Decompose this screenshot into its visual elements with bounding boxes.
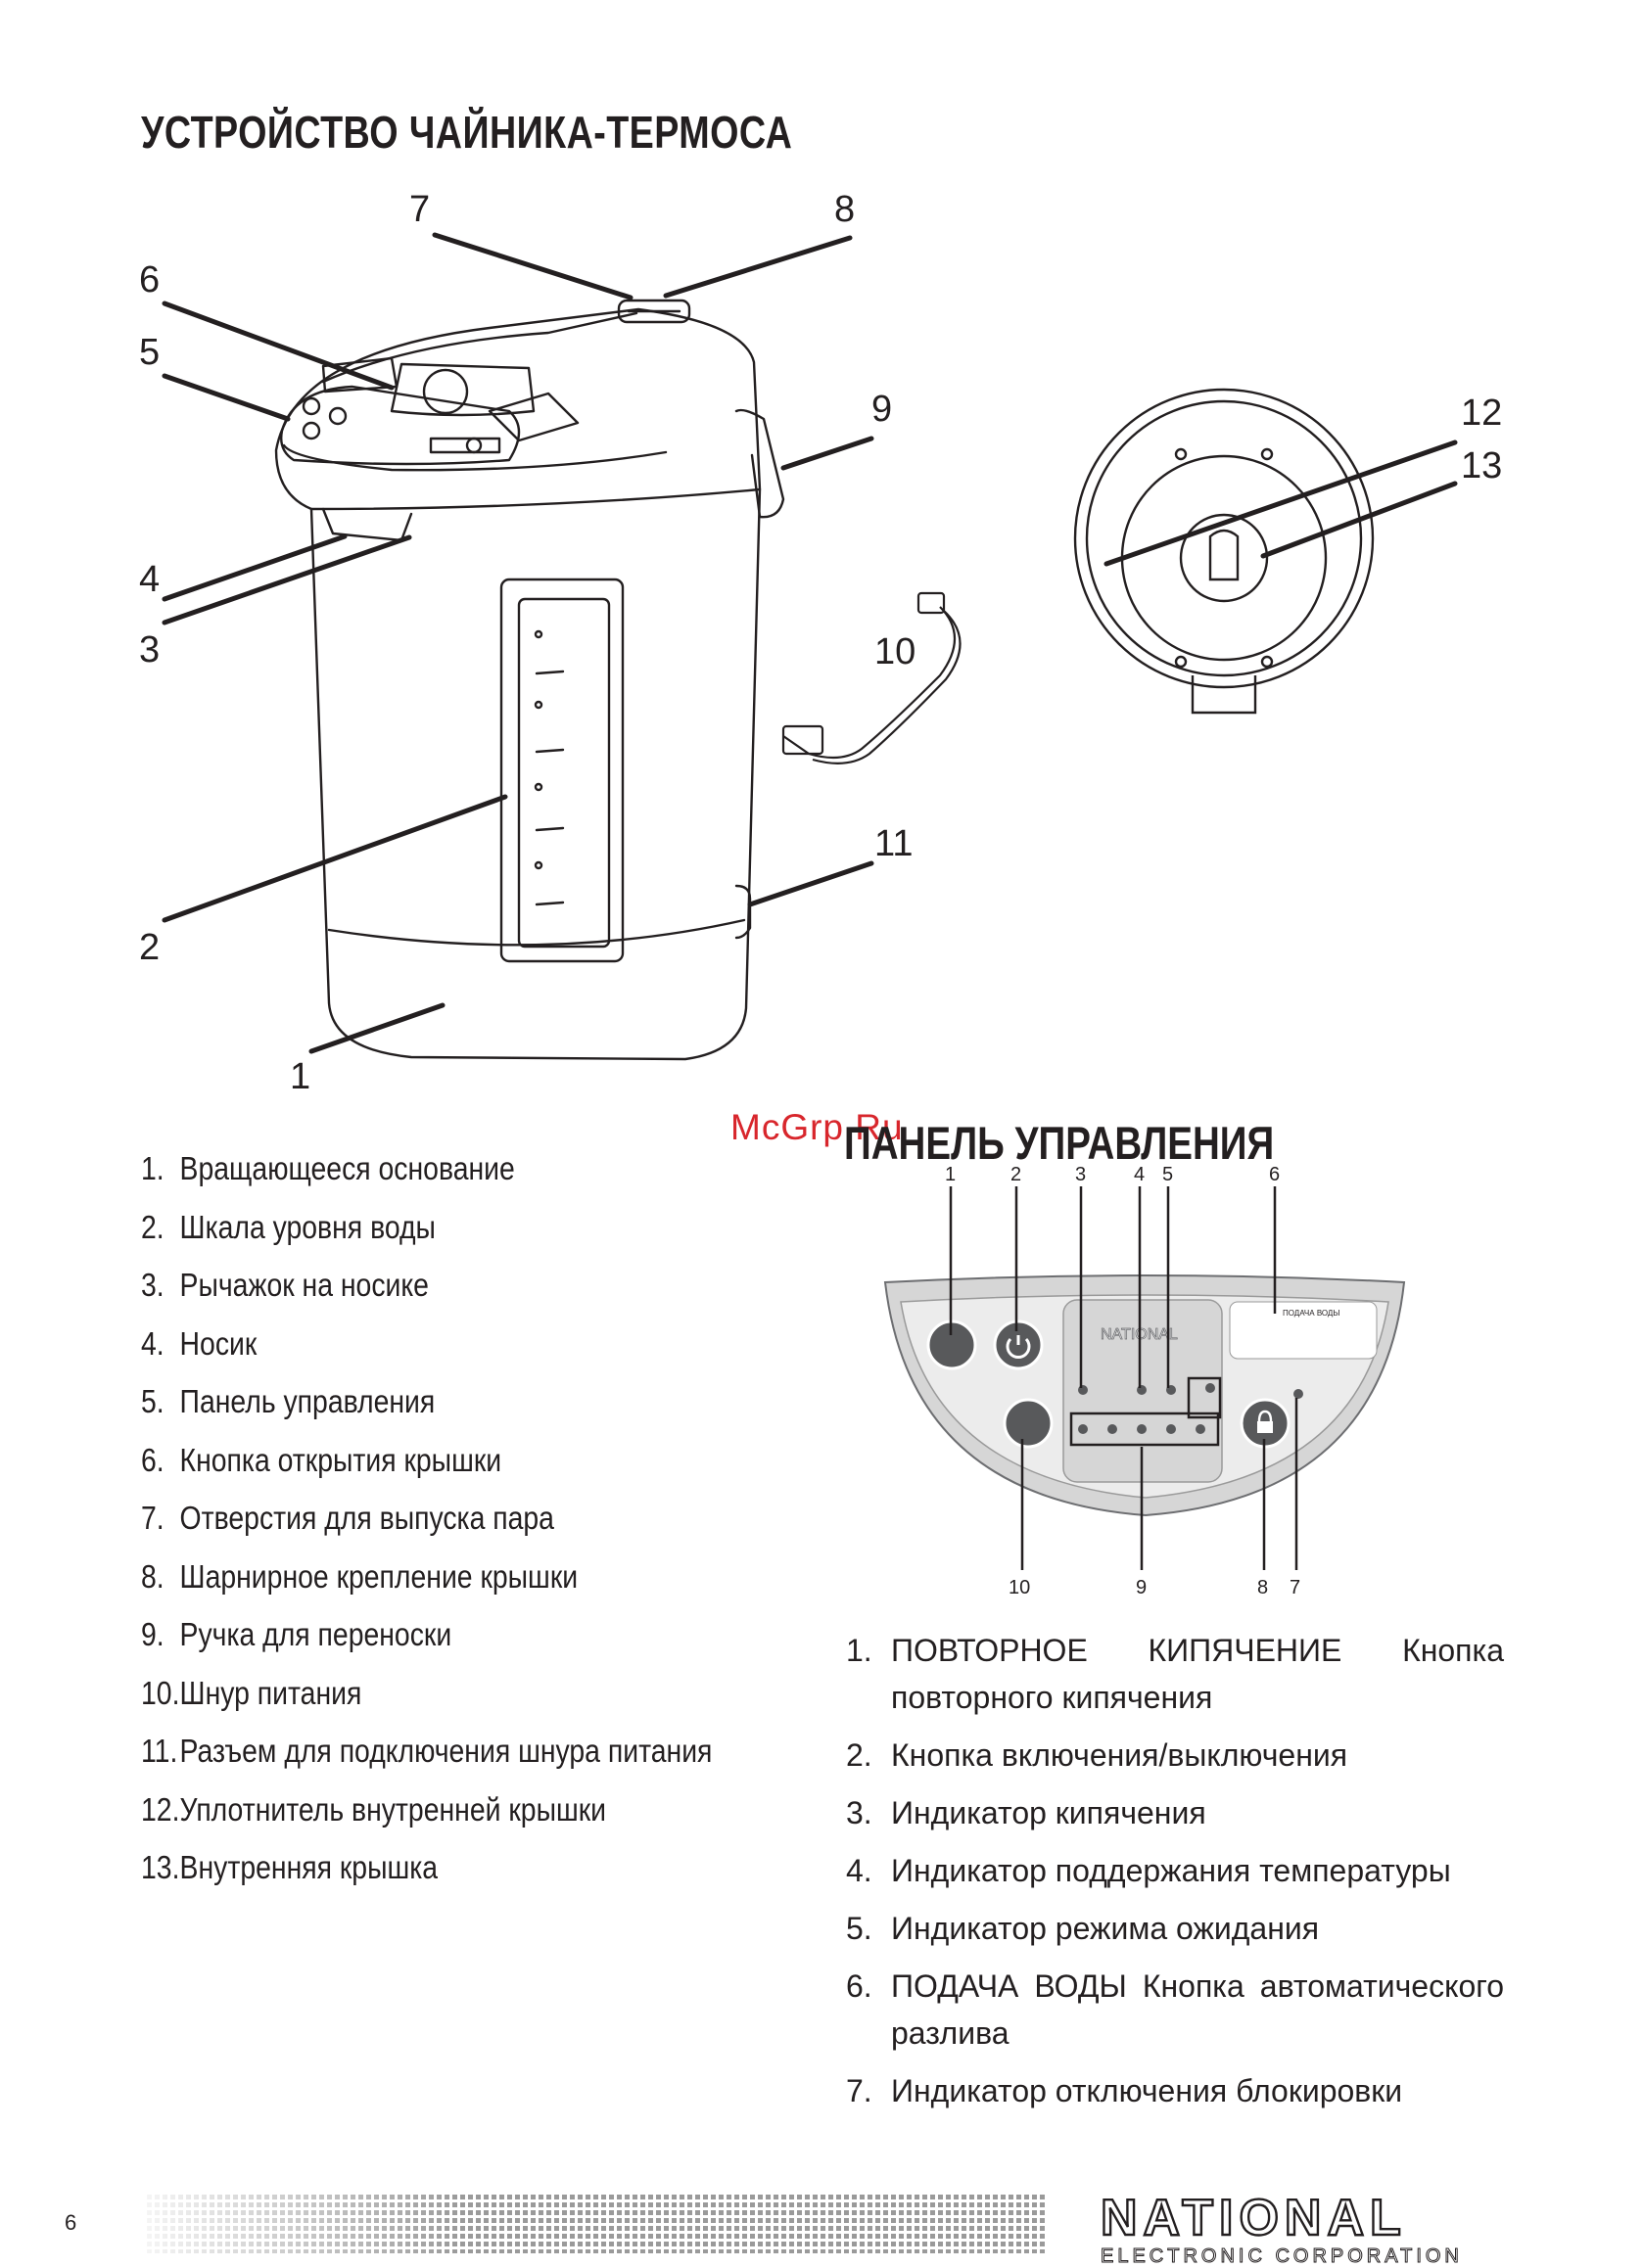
steam-vents xyxy=(617,299,691,324)
list-item: 3.Индикатор кипячения xyxy=(846,1795,1206,1830)
parts-list: 1.Вращающееся основание 2.Шкала уровня в… xyxy=(141,1139,768,1897)
svg-text:1: 1 xyxy=(945,1165,956,1185)
list-item: 7.Отверстия для выпуска пара xyxy=(141,1500,554,1536)
lid-outer-ring xyxy=(1073,388,1375,689)
controls-list: 1.ПОВТОРНОЕ КИПЯЧЕНИЕ Кнопка повторного … xyxy=(846,1627,1504,2125)
callout-4: 4 xyxy=(139,559,160,600)
callout-13: 13 xyxy=(1461,445,1502,486)
list-item: 1.ПОВТОРНОЕ КИПЯЧЕНИЕ Кнопка повторного … xyxy=(846,1633,1504,1715)
list-item: 2.Кнопка включения/выключения xyxy=(846,1737,1348,1773)
panel-title: ПАНЕЛЬ УПРАВЛЕНИЯ xyxy=(844,1117,1275,1169)
callout-7: 7 xyxy=(409,189,430,230)
svg-text:8: 8 xyxy=(1257,1577,1268,1598)
thermopot-diagram: 1 2 3 4 5 6 7 8 9 10 11 12 13 xyxy=(139,189,1502,1097)
list-item: 9.Ручка для переноски xyxy=(141,1616,452,1652)
pot-lid xyxy=(274,307,762,511)
svg-text:5: 5 xyxy=(1162,1165,1173,1185)
callout-11: 11 xyxy=(874,823,913,864)
svg-text:4: 4 xyxy=(1134,1165,1145,1185)
list-item: 13.Внутренняя крышка xyxy=(141,1849,439,1885)
svg-text:2: 2 xyxy=(1010,1165,1021,1185)
power-cord xyxy=(781,591,962,764)
spout xyxy=(321,507,413,542)
power-socket xyxy=(734,884,752,940)
list-item: 4.Индикатор поддержания температуры xyxy=(846,1853,1451,1888)
inner-lid-seal xyxy=(1179,513,1269,603)
list-item: 3.Рычажок на носике xyxy=(141,1267,429,1303)
list-item: 8.Шарнирное крепление крышки xyxy=(141,1557,579,1595)
svg-text:10: 10 xyxy=(1009,1577,1030,1598)
svg-text:ПОДАЧА ВОДЫ: ПОДАЧА ВОДЫ xyxy=(1283,1309,1339,1318)
carry-handle xyxy=(734,408,785,519)
water-level-window xyxy=(499,578,625,963)
list-item: 10.Шнур питания xyxy=(141,1674,362,1711)
svg-text:7: 7 xyxy=(1290,1577,1300,1598)
callout-9: 9 xyxy=(871,389,892,430)
list-item: 2.Шкала уровня воды xyxy=(141,1208,436,1245)
list-item: 4.Носик xyxy=(141,1324,258,1362)
temp-button xyxy=(1003,1398,1054,1449)
svg-text:6: 6 xyxy=(1269,1165,1280,1185)
callout-5: 5 xyxy=(139,332,160,373)
callout-6: 6 xyxy=(139,259,160,301)
level-marks xyxy=(534,629,565,906)
page-number: 6 xyxy=(65,2210,77,2235)
callout-1: 1 xyxy=(290,1056,310,1097)
callout-3: 3 xyxy=(139,629,160,671)
list-item: 6.Кнопка открытия крышки xyxy=(141,1441,502,1478)
list-item: 5.Панель управления xyxy=(141,1383,436,1419)
brand-logo: NATIONAL ELECTRONIC CORPORATION xyxy=(1100,2190,1463,2268)
list-item: 1.Вращающееся основание xyxy=(141,1150,515,1186)
inner-lid xyxy=(1120,454,1328,662)
list-item: 5.Индикатор режима ожидания xyxy=(846,1911,1320,1946)
pot-body xyxy=(309,487,762,1061)
list-item: 6.ПОДАЧА ВОДЫ Кнопка автоматического раз… xyxy=(846,1968,1504,2051)
list-item: 12.Уплотнитель внутренней крышки xyxy=(141,1790,607,1828)
lid-button-frame xyxy=(390,362,536,417)
list-item: 7.Индикатор отключения блокировки xyxy=(846,2073,1403,2108)
callout-2: 2 xyxy=(139,927,160,968)
page-title: УСТРОЙСТВО ЧАЙНИКА-ТЕРМОСА xyxy=(141,107,793,158)
svg-text:3: 3 xyxy=(1075,1165,1086,1185)
watermark: McGrp.Ru xyxy=(730,1107,904,1147)
callout-10: 10 xyxy=(874,631,915,672)
lid-control-panel xyxy=(280,385,521,466)
svg-text:9: 9 xyxy=(1136,1577,1147,1598)
pot-base-line xyxy=(327,918,746,947)
list-item: 11.Разъем для подключения шнура питания xyxy=(141,1733,713,1769)
footer-dot-pattern xyxy=(147,2195,1048,2253)
control-panel-diagram: NATIONAL ПОДАЧА ВОДЫ 1 2 3 4 5 6 10 9 8 … xyxy=(883,1165,1406,1598)
callout-12: 12 xyxy=(1461,393,1502,434)
callout-8: 8 xyxy=(834,189,855,230)
